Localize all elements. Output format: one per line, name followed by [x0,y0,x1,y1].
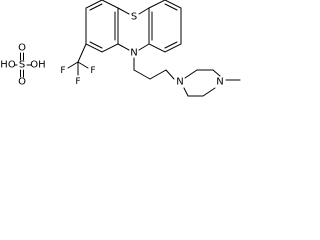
phenothiazine-core: S N [85,0,182,59]
bond-n-ll [117,43,130,51]
fluorine-left: F [60,66,65,76]
right-benzene-ring [148,0,182,53]
piperazine-nitrogen-1: N [176,77,183,88]
right-ring-double-3 [164,41,178,49]
bond-chain-4 [165,69,175,80]
sulfate-sulfur: S [19,60,25,71]
ring-nitrogen: N [130,48,137,59]
piperazine-ring [183,69,221,97]
bond-s-ur [138,7,150,15]
bond-ring-cf3 [77,43,87,63]
bond-c-f-right [77,61,89,69]
sulfate-oxygen-top: O [18,43,26,54]
fluorine-right: F [90,66,95,76]
sulfuric-acid: O HO S OH O [0,43,45,88]
bond-chain-3 [149,69,167,80]
sulfate-oxygen-bottom: O [18,77,26,88]
trifluoromethyl-group: F F F [60,43,96,87]
left-ring-double-3 [89,41,103,49]
propyl-piperazine-chain: N N [133,57,241,97]
ring-sulfur: S [131,12,137,23]
bond-s-ul [117,7,130,15]
bond-c-f-left [67,61,79,69]
fluorine-bottom: F [75,77,80,87]
bond-chain-2 [133,69,151,80]
chemical-structure-diagram: O HO S OH O S N F [0,0,241,97]
left-benzene-ring [85,0,119,53]
bond-n-lr [138,43,150,51]
sulfate-hydroxyl-right: OH [30,60,45,71]
left-ring-double-2 [89,3,103,11]
piperazine-nitrogen-2: N [216,77,223,88]
right-ring-double-2 [164,3,178,11]
sulfate-hydroxyl-left: HO [0,60,16,71]
